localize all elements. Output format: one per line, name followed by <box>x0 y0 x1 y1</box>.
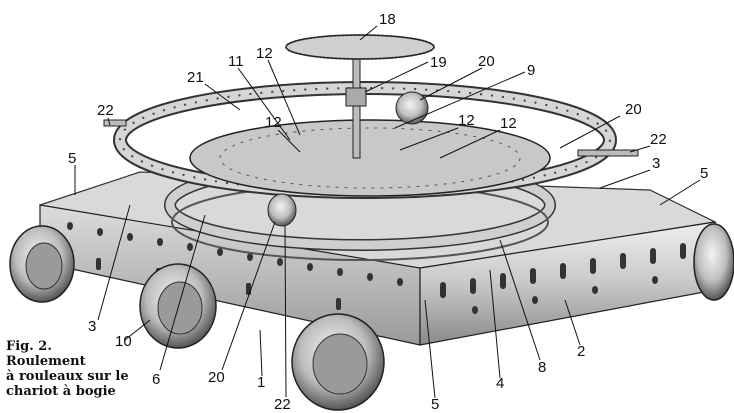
callout-12a: 12 <box>256 45 273 62</box>
callout-20a: 20 <box>478 53 495 70</box>
callout-5c: 5 <box>431 396 439 413</box>
callout-10: 10 <box>115 333 132 350</box>
callout-18: 18 <box>379 11 396 28</box>
caption-line-1: Fig. 2. <box>6 339 52 354</box>
callout-2: 2 <box>577 343 585 360</box>
wheel-front-center <box>291 313 385 411</box>
wheel-front-left <box>139 263 217 349</box>
callout-22a: 22 <box>97 102 114 119</box>
wheel-rear-left <box>9 225 75 303</box>
inner-gear-plate <box>189 119 551 197</box>
callout-12d: 12 <box>500 115 517 132</box>
callout-labels: 18 19 20 9 21 11 12 20 22 12 12 12 22 5 … <box>68 11 708 413</box>
roller-right <box>395 91 429 125</box>
axle-right <box>577 149 639 157</box>
callout-12c: 12 <box>458 112 475 129</box>
roller-left <box>267 193 297 227</box>
callout-21: 21 <box>187 69 204 86</box>
figure-caption: Fig. 2. Roulement à rouleaux sur le char… <box>6 339 129 399</box>
caption-line-2: Roulement <box>6 354 86 369</box>
callout-22c: 22 <box>274 396 291 413</box>
axle-left <box>103 119 127 127</box>
callout-20b: 20 <box>625 101 642 118</box>
callout-8: 8 <box>538 359 546 376</box>
top-gear <box>285 34 435 60</box>
callout-6: 6 <box>152 371 160 388</box>
callout-12b: 12 <box>265 114 282 131</box>
callout-19: 19 <box>430 54 447 71</box>
leader-lines <box>74 25 701 399</box>
callout-3b: 3 <box>88 318 96 335</box>
caption-line-4: chariot à bogie <box>6 384 116 399</box>
wheel-right <box>693 223 734 301</box>
callout-4: 4 <box>496 375 504 392</box>
caption-line-3: à rouleaux sur le <box>6 369 129 384</box>
callout-9: 9 <box>527 62 535 79</box>
callout-11: 11 <box>228 53 244 70</box>
callout-1: 1 <box>257 374 265 391</box>
callout-3a: 3 <box>652 155 660 172</box>
callout-5b: 5 <box>700 165 708 182</box>
callout-22b: 22 <box>650 131 667 148</box>
callout-20c: 20 <box>208 369 225 386</box>
callout-5a: 5 <box>68 150 76 167</box>
central-shaft <box>345 47 367 159</box>
